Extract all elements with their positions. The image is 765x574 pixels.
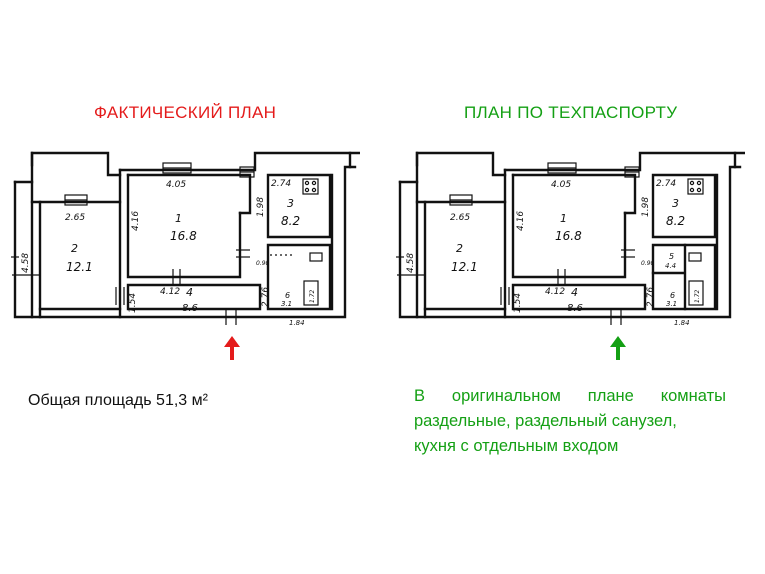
note-line-3: кухня с отдельным входом bbox=[414, 437, 619, 455]
room-3-number: 3 bbox=[287, 197, 294, 210]
dim-2-74: 2.74 bbox=[271, 179, 291, 189]
dim-1-54: 1.54 bbox=[513, 293, 523, 313]
dim-1-84: 1.84 bbox=[674, 319, 690, 327]
arrow-up-icon bbox=[224, 336, 240, 365]
dim-0-90: 0.90 bbox=[256, 260, 270, 267]
dim-0-90: 0.90 bbox=[641, 260, 655, 267]
room-2-number: 2 bbox=[456, 242, 463, 255]
dim-4-16: 4.16 bbox=[516, 211, 526, 231]
passport-floor-plan: 4.05 2.74 2.65 4.16 1.98 4.58 4.12 1.54 … bbox=[395, 145, 747, 340]
dim-1-54: 1.54 bbox=[128, 293, 138, 313]
room-2-area: 12.1 bbox=[66, 260, 93, 274]
room-4-area: 8.6 bbox=[182, 303, 198, 314]
room-1-number: 1 bbox=[175, 212, 182, 225]
room-5-area: 4.4 bbox=[665, 262, 676, 270]
room-3-area: 8.2 bbox=[666, 214, 685, 228]
actual-plan-title: ФАКТИЧЕСКИЙ ПЛАН bbox=[94, 103, 277, 122]
room-5-number: 5 bbox=[669, 252, 674, 261]
room-1-number: 1 bbox=[560, 212, 567, 225]
room-2-number: 2 bbox=[71, 242, 78, 255]
dim-4-58: 4.58 bbox=[21, 253, 31, 273]
dim-2-65: 2.65 bbox=[450, 213, 470, 223]
note-line-1: В оригинальном плане комнаты bbox=[414, 387, 726, 405]
note-line-2: раздельные, раздельный санузел, bbox=[414, 412, 677, 430]
arrow-up-icon bbox=[610, 336, 626, 365]
dim-1-84: 1.84 bbox=[289, 319, 305, 327]
original-plan-note: В оригинальном плане комнаты раздельные,… bbox=[414, 384, 726, 459]
dim-1-72: 1.72 bbox=[694, 289, 701, 303]
room-6-area: 3.1 bbox=[281, 300, 292, 308]
room-6-area: 3.1 bbox=[666, 300, 677, 308]
room-2-area: 12.1 bbox=[451, 260, 478, 274]
dim-4-05: 4.05 bbox=[166, 180, 186, 190]
dim-2-65: 2.65 bbox=[65, 213, 85, 223]
dim-2-74: 2.74 bbox=[656, 179, 676, 189]
dim-4-05: 4.05 bbox=[551, 180, 571, 190]
room-1-area: 16.8 bbox=[170, 229, 197, 243]
room-6-number: 6 bbox=[285, 291, 290, 300]
dim-4-16: 4.16 bbox=[131, 211, 141, 231]
total-area-note: Общая площадь 51,3 м² bbox=[28, 392, 208, 409]
dim-1-98: 1.98 bbox=[641, 197, 651, 217]
dim-4-12: 4.12 bbox=[160, 287, 180, 297]
passport-plan-title: ПЛАН ПО ТЕХПАСПОРТУ bbox=[464, 103, 678, 122]
dim-4-58: 4.58 bbox=[406, 253, 416, 273]
room-4-area: 8.6 bbox=[567, 303, 583, 314]
room-3-number: 3 bbox=[672, 197, 679, 210]
dim-4-12: 4.12 bbox=[545, 287, 565, 297]
room-3-area: 8.2 bbox=[281, 214, 300, 228]
room-4-number: 4 bbox=[186, 286, 193, 299]
dim-1-72: 1.72 bbox=[309, 289, 316, 303]
room-6-number: 6 bbox=[670, 291, 675, 300]
dim-2-76: 2.76 bbox=[261, 287, 271, 307]
room-1-area: 16.8 bbox=[555, 229, 582, 243]
room-4-number: 4 bbox=[571, 286, 578, 299]
dim-2-76: 2.76 bbox=[646, 287, 656, 307]
dim-1-98: 1.98 bbox=[256, 197, 266, 217]
actual-floor-plan: 4.05 2.74 2.65 4.16 1.98 4.58 4.12 1.54 … bbox=[10, 145, 362, 340]
